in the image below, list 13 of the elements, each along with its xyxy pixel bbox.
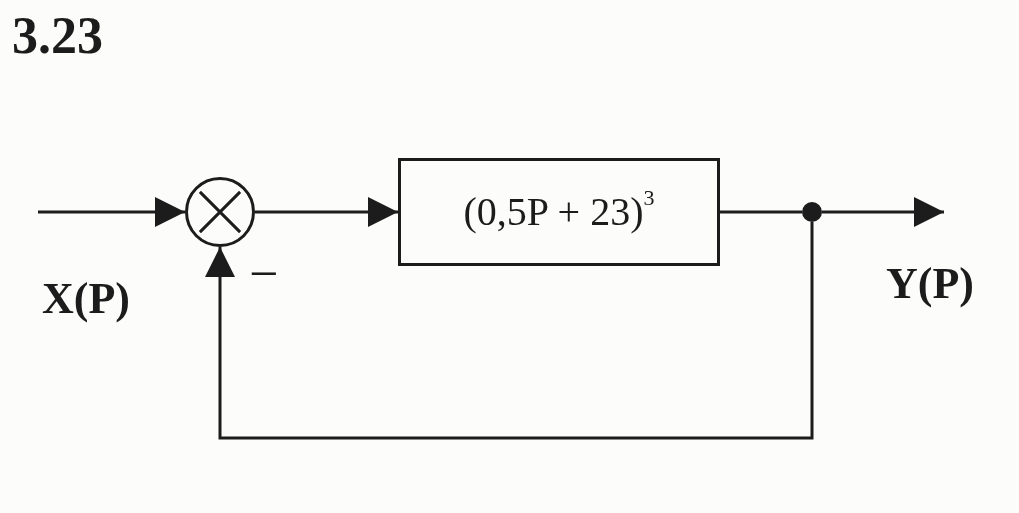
arrow xyxy=(205,222,814,440)
summing-junction xyxy=(185,177,255,247)
branch-point-dot xyxy=(802,202,822,222)
arrow xyxy=(255,197,398,227)
block-box xyxy=(398,158,720,266)
title: 3.23 xyxy=(12,10,103,62)
arrow xyxy=(38,197,185,227)
transfer-function: (0,5P + 23)$^{3}$ xyxy=(463,190,655,234)
signal-line xyxy=(720,210,802,214)
signal-label: Y(P) xyxy=(886,262,974,306)
minus-sign: − xyxy=(249,248,279,300)
signal-label: X(P) xyxy=(42,277,130,321)
arrow xyxy=(822,197,944,227)
